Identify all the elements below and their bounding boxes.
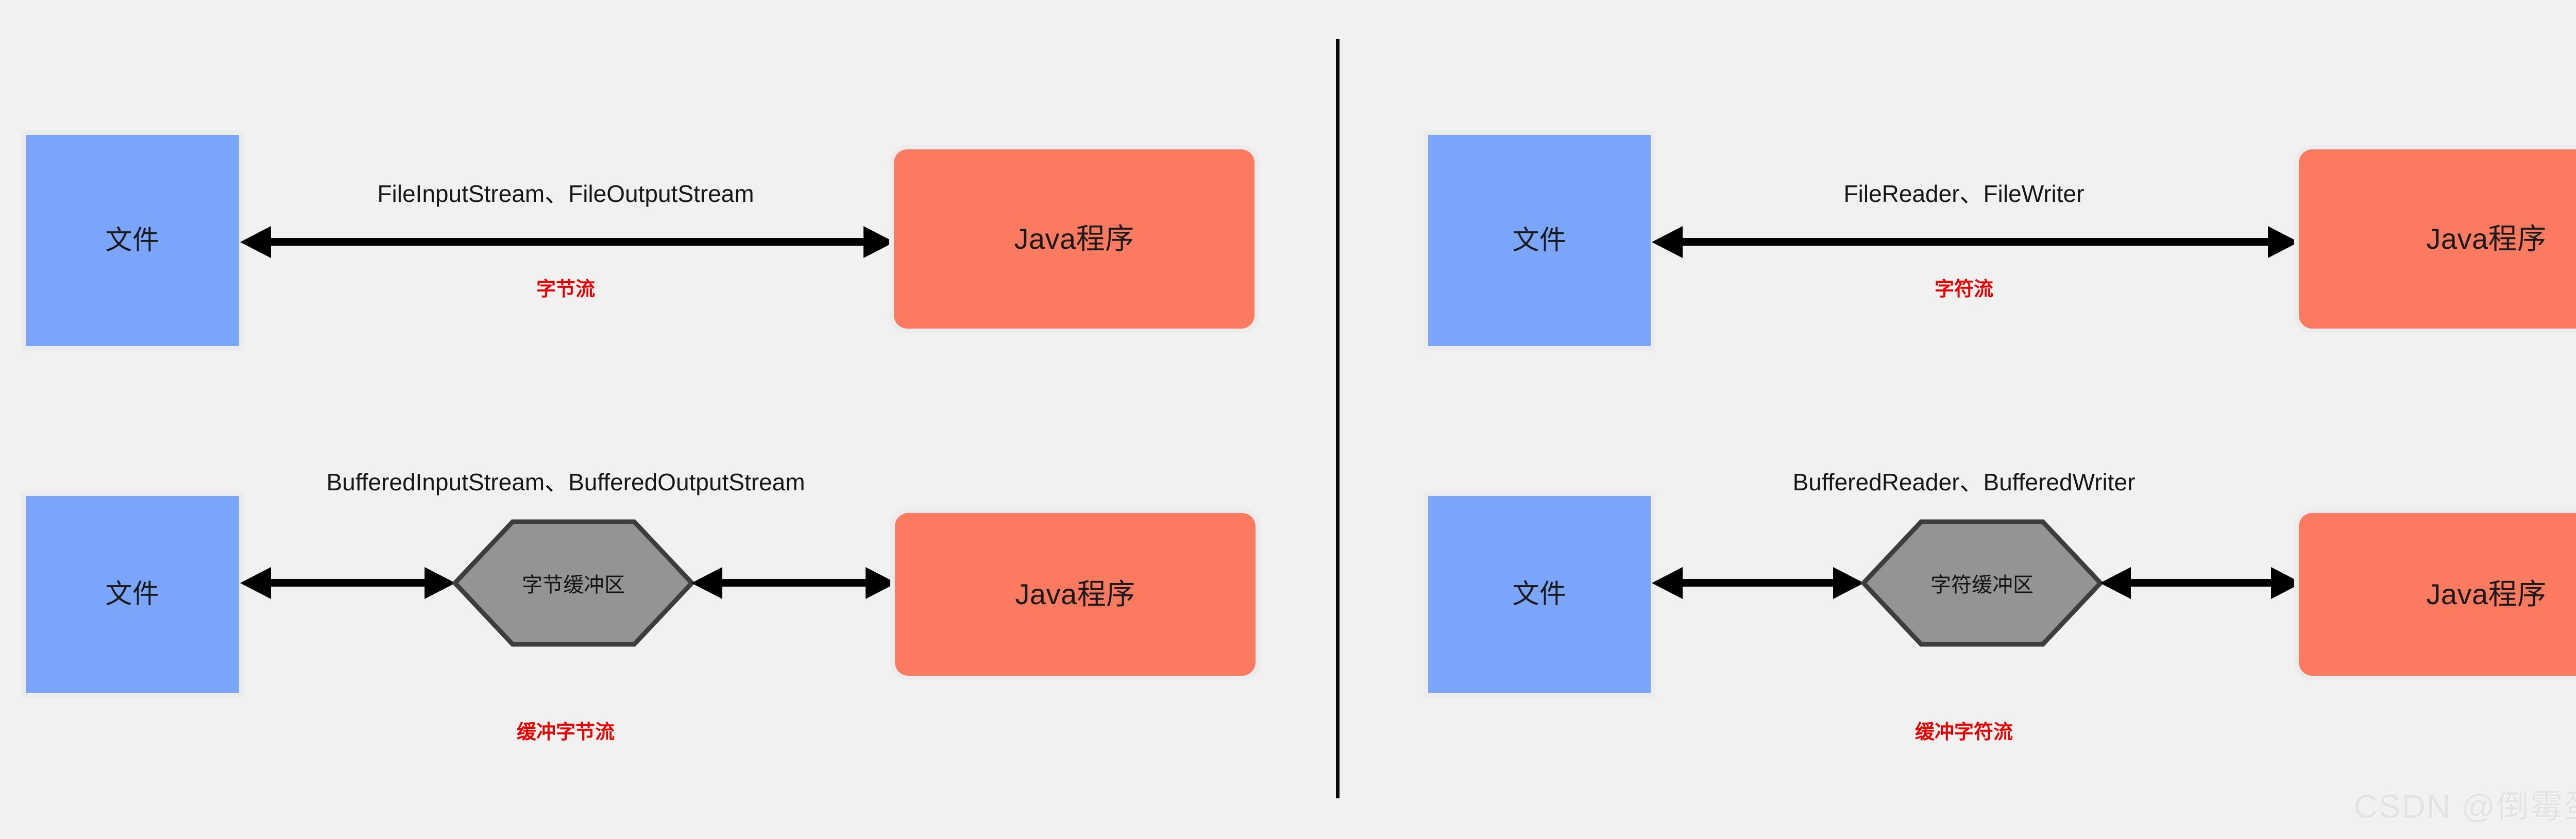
arrow-byte-basic <box>240 221 894 263</box>
file-box-char-basic: 文件 <box>1428 135 1651 346</box>
file-box-byte-basic: 文件 <box>26 135 239 346</box>
arrow-file-to-char-buffer <box>1652 562 1864 604</box>
java-box-label: Java程序 <box>2426 222 2547 255</box>
arrow-byte-buffer-to-java <box>691 562 896 604</box>
file-box-char-buffered: 文件 <box>1428 496 1651 693</box>
java-box-char-basic: Java程序 <box>2299 149 2576 329</box>
api-label-char-basic: FileReader、FileWriter <box>1843 180 2084 207</box>
api-label-char-buffered: BufferedReader、BufferedWriter <box>1792 469 2136 495</box>
file-box-label: 文件 <box>105 579 160 609</box>
file-box-byte-buffered: 文件 <box>26 496 239 693</box>
panel-divider <box>1336 39 1340 798</box>
char-buffer-hexagon: 字符缓冲区 <box>1860 519 2104 647</box>
stream-type-label-char-basic: 字符流 <box>1934 279 1994 300</box>
arrow-file-to-byte-buffer <box>240 562 455 604</box>
arrow-char-buffer-to-java <box>2100 562 2302 604</box>
java-box-byte-buffered: Java程序 <box>895 513 1256 676</box>
csdn-watermark: CSDN @倒霉蛋老马 <box>2353 788 2576 825</box>
api-label-byte-buffered: BufferedInputStream、BufferedOutputStream <box>326 469 805 495</box>
api-label-byte-basic: FileInputStream、FileOutputStream <box>377 180 754 207</box>
stream-type-label-char-buffered: 缓冲字符流 <box>1914 722 2013 743</box>
java-box-label: Java程序 <box>2426 578 2547 610</box>
byte-buffer-hexagon: 字节缓冲区 <box>451 519 696 647</box>
arrow-char-basic <box>1652 221 2299 263</box>
java-box-label: Java程序 <box>1014 222 1134 255</box>
java-box-label: Java程序 <box>1015 578 1136 610</box>
java-box-char-buffered: Java程序 <box>2299 513 2576 676</box>
java-box-byte-basic: Java程序 <box>894 149 1255 329</box>
stream-type-label-byte-buffered: 缓冲字节流 <box>516 722 615 743</box>
stream-type-label-byte-basic: 字节流 <box>536 279 596 300</box>
file-box-label: 文件 <box>1512 579 1567 609</box>
file-box-label: 文件 <box>1512 226 1567 255</box>
file-box-label: 文件 <box>105 226 160 255</box>
